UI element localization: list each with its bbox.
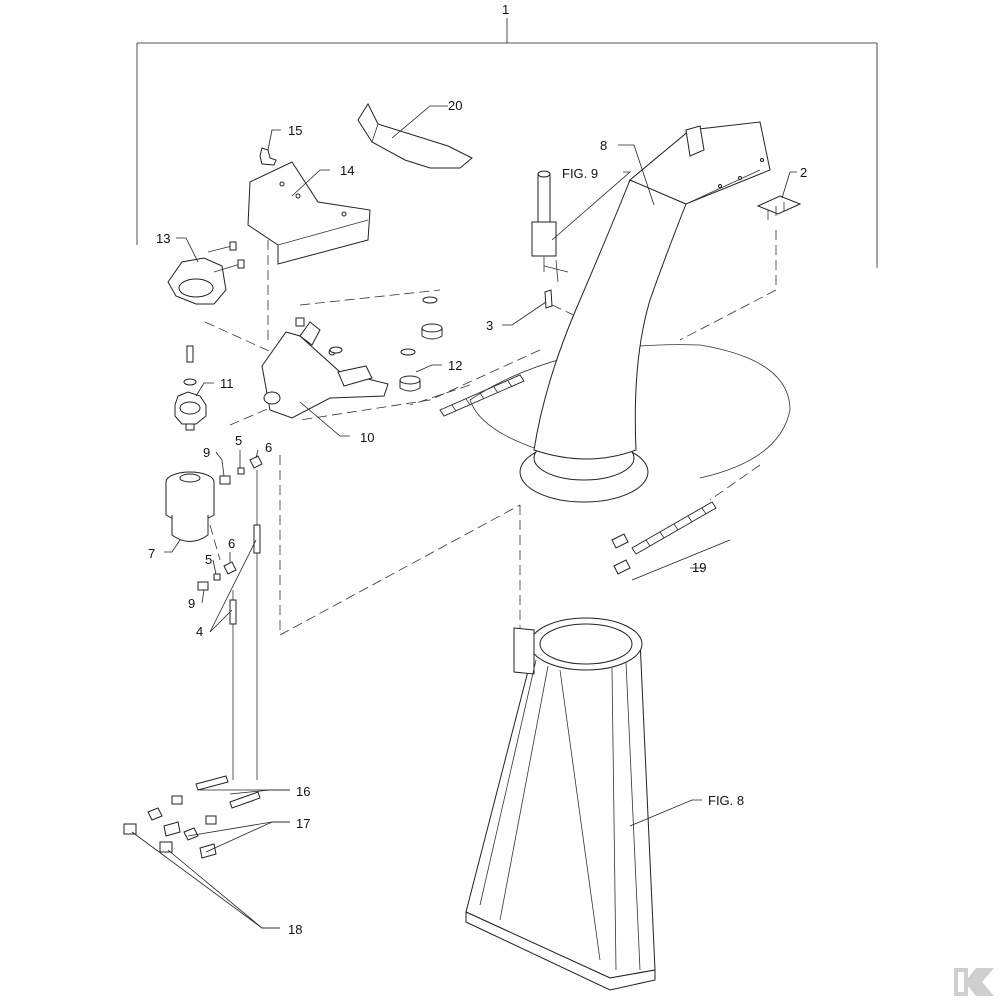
callout-16: 16 [296,784,310,799]
mounting-plate [247,161,371,265]
callout-9-upper: 9 [203,445,210,460]
callout-6-upper: 6 [265,440,272,455]
k-brand-logo-icon [954,968,994,996]
leader-lines [131,105,797,929]
callout-11: 11 [220,376,234,391]
hose-couplers [123,775,261,859]
clip-part [259,147,277,166]
motor-mount-base [167,241,245,305]
callout-18: 18 [288,922,302,937]
callout-4: 4 [196,624,203,639]
alignment-guides [204,230,777,640]
lower-chute-cone [465,617,656,991]
rotation-shaft [531,170,569,283]
callout-10: 10 [360,430,374,445]
drive-chain-upper [439,374,525,417]
assembly-bracket [136,18,878,268]
callout-1: 1 [502,2,509,17]
callout-14: 14 [340,163,354,178]
deflector-plate [357,102,473,169]
hydraulic-hoses [229,470,261,780]
callout-7: 7 [148,546,155,561]
callout-labels: 1 2 3 4 5 5 6 6 7 8 9 9 10 11 12 13 14 1… [148,2,807,937]
callout-5-upper: 5 [235,433,242,448]
callout-15: 15 [288,123,302,138]
callout-9-lower: 9 [188,596,195,611]
drive-sprocket [174,345,207,431]
callout-20: 20 [448,98,462,113]
callout-2: 2 [800,165,807,180]
drive-chain-lower [611,501,717,575]
corner-bracket [756,195,802,220]
callout-6-lower: 6 [228,536,235,551]
figure-9-reference: FIG. 9 [562,166,598,181]
callout-5-lower: 5 [205,552,212,567]
fittings-upper [219,455,263,485]
callout-13: 13 [156,231,170,246]
steering-bracket [261,317,389,419]
callout-17: 17 [296,816,310,831]
guide-rollers [329,296,443,392]
callout-3: 3 [486,318,493,333]
discharge-chute [469,121,791,503]
callout-12: 12 [448,358,462,373]
hydraulic-motor [165,471,215,542]
retaining-clip [544,289,553,309]
fittings-lower [197,561,237,591]
callout-19: 19 [692,560,706,575]
callout-8: 8 [600,138,607,153]
figure-8-reference: FIG. 8 [708,793,744,808]
